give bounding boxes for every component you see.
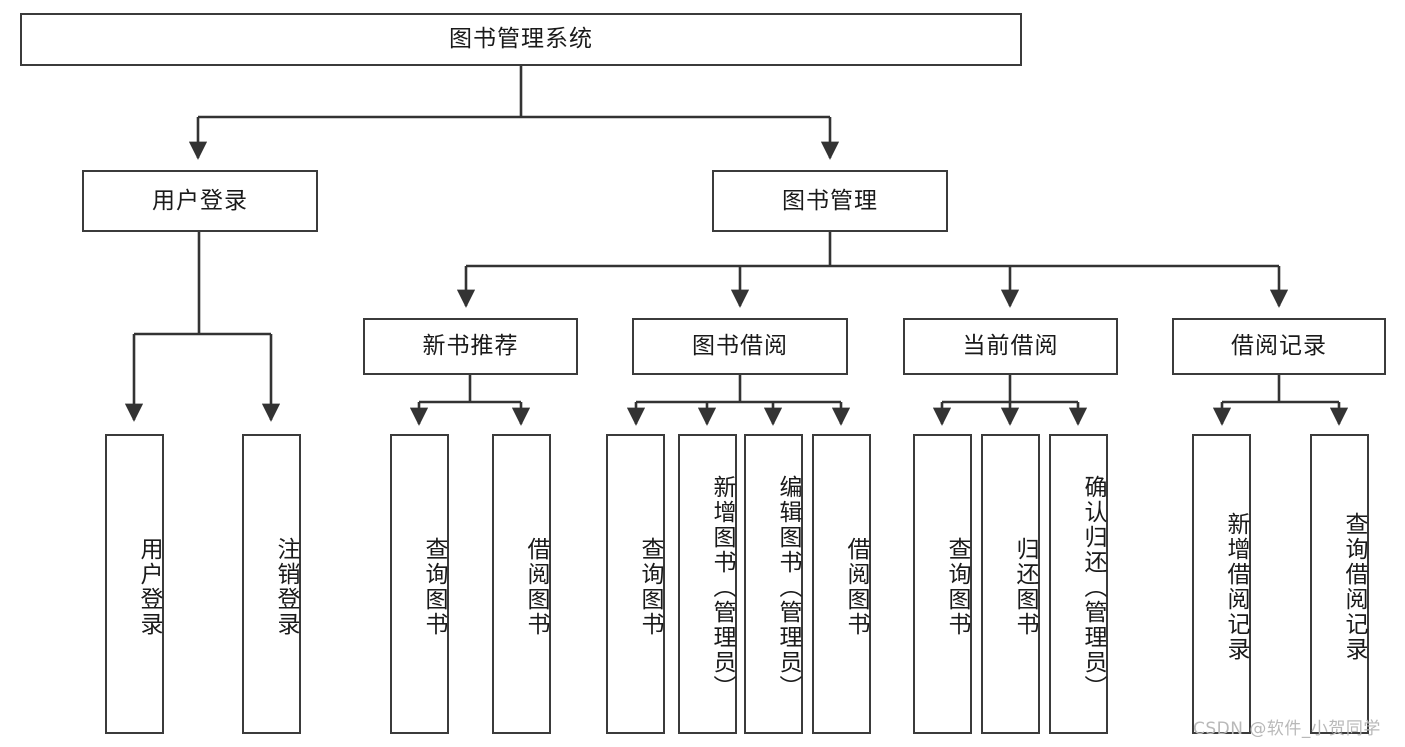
node-label: 查询图书 xyxy=(421,537,447,637)
node-label: 编辑图书（管理员） xyxy=(775,474,801,700)
node-label: 注销登录 xyxy=(273,537,299,637)
leaf-new-book-borrow[interactable]: 借阅图书 xyxy=(492,434,551,734)
node-label: 图书借阅 xyxy=(692,333,788,360)
node-label: 新书推荐 xyxy=(422,333,519,360)
node-label: 确认归还（管理员） xyxy=(1080,474,1106,700)
node-label: 新增借阅记录 xyxy=(1223,512,1249,662)
leaf-book-borrow-query[interactable]: 查询图书 xyxy=(606,434,665,734)
node-label: 新增图书（管理员） xyxy=(709,474,735,700)
node-new-book-recommend[interactable]: 新书推荐 xyxy=(363,318,578,375)
leaf-user-login-logout[interactable]: 注销登录 xyxy=(242,434,301,734)
leaf-new-book-query[interactable]: 查询图书 xyxy=(390,434,449,734)
node-label: 用户登录 xyxy=(152,187,248,214)
node-label: 查询借阅记录 xyxy=(1341,512,1367,662)
leaf-book-borrow-add[interactable]: 新增图书（管理员） xyxy=(678,434,737,734)
node-label: 当前借阅 xyxy=(962,333,1059,360)
node-label: 用户登录 xyxy=(136,537,162,637)
node-label: 借阅图书 xyxy=(523,537,549,637)
node-book-management[interactable]: 图书管理 xyxy=(712,170,948,232)
leaf-borrow-record-add[interactable]: 新增借阅记录 xyxy=(1192,434,1251,734)
node-label: 归还图书 xyxy=(1012,537,1038,637)
node-label: 图书管理系统 xyxy=(449,26,593,53)
leaf-book-borrow-borrow[interactable]: 借阅图书 xyxy=(812,434,871,734)
node-label: 借阅记录 xyxy=(1231,333,1327,360)
leaf-current-borrow-return[interactable]: 归还图书 xyxy=(981,434,1040,734)
leaf-current-borrow-confirm[interactable]: 确认归还（管理员） xyxy=(1049,434,1108,734)
csdn-watermark: CSDN @软件_小贺同学 xyxy=(1193,719,1381,739)
leaf-borrow-record-query[interactable]: 查询借阅记录 xyxy=(1310,434,1369,734)
leaf-current-borrow-query[interactable]: 查询图书 xyxy=(913,434,972,734)
leaf-book-borrow-edit[interactable]: 编辑图书（管理员） xyxy=(744,434,803,734)
node-user-login[interactable]: 用户登录 xyxy=(82,170,318,232)
node-borrow-record[interactable]: 借阅记录 xyxy=(1172,318,1386,375)
node-root-system[interactable]: 图书管理系统 xyxy=(20,13,1022,66)
leaf-user-login-login[interactable]: 用户登录 xyxy=(105,434,164,734)
node-label: 查询图书 xyxy=(944,537,970,637)
node-label: 查询图书 xyxy=(637,537,663,637)
node-label: 借阅图书 xyxy=(843,537,869,637)
node-label: 图书管理 xyxy=(782,187,878,214)
node-book-borrow[interactable]: 图书借阅 xyxy=(632,318,848,375)
node-current-borrow[interactable]: 当前借阅 xyxy=(903,318,1118,375)
